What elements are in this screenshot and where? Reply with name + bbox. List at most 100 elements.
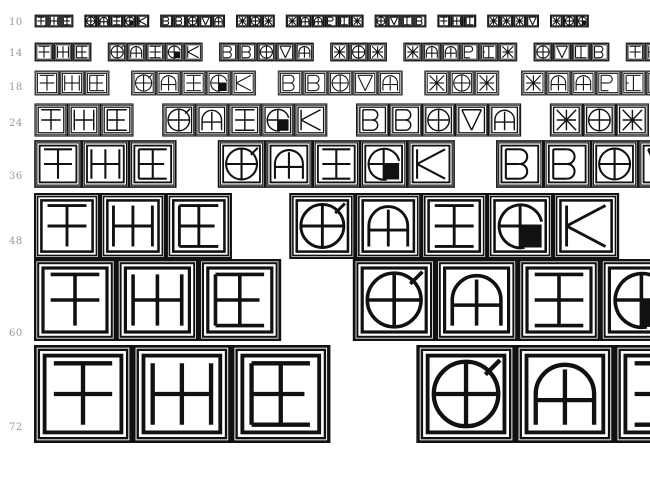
glyph-t <box>437 14 451 28</box>
glyph-k <box>552 193 620 259</box>
glyph-c <box>359 140 408 188</box>
glyph-b <box>356 103 390 137</box>
glyph-m <box>441 42 461 62</box>
glyph-j <box>520 70 546 96</box>
glyph-i <box>312 140 361 188</box>
glyph-o <box>422 103 456 137</box>
glyph-t <box>34 14 48 28</box>
glyph-e <box>72 42 92 62</box>
glyph-p <box>595 70 621 96</box>
glyph-v <box>387 14 401 28</box>
glyph-i <box>228 103 262 137</box>
glyph-h <box>644 42 650 62</box>
glyph-x <box>368 42 388 62</box>
glyph-k <box>407 140 455 188</box>
glyph-u <box>265 140 313 188</box>
glyph-e <box>571 42 591 62</box>
glyph-e <box>165 193 232 259</box>
sample-text-10: THE QUICK BROWN FOX JUMPED OVER THE LAZY… <box>34 14 589 28</box>
glyph-o <box>349 42 369 62</box>
glyph-r <box>590 42 610 62</box>
glyph-k <box>183 42 203 62</box>
glyph-o <box>248 14 262 28</box>
glyph-t <box>34 70 60 96</box>
glyph-p <box>324 14 338 28</box>
glyph-o <box>562 14 576 28</box>
glyph-q <box>131 70 157 96</box>
sample-text-36: THE QUICK BROWN FOX JUMPED OVER THE LAZY… <box>34 140 650 188</box>
glyph-b <box>160 14 174 28</box>
size-label: 60 <box>9 328 23 339</box>
glyph-h <box>99 193 167 259</box>
glyph-r <box>237 42 257 62</box>
glyph-d <box>549 14 563 28</box>
glyph-x <box>615 103 649 137</box>
glyph-h <box>81 140 130 188</box>
glyph-j <box>285 14 299 28</box>
glyph-i <box>614 345 650 443</box>
glyph-z <box>513 14 527 28</box>
glyph-o <box>590 140 639 188</box>
glyph-k <box>231 70 257 96</box>
glyph-u <box>435 259 519 341</box>
glyph-n <box>294 42 314 62</box>
glyph-c <box>123 14 137 28</box>
glyph-i <box>517 259 601 341</box>
glyph-m <box>570 70 596 96</box>
glyph-x <box>474 70 500 96</box>
glyph-q <box>352 259 436 341</box>
glyph-g <box>575 14 589 28</box>
size-label: 14 <box>9 48 23 59</box>
glyph-r <box>543 140 592 188</box>
size-label: 24 <box>9 118 23 129</box>
glyph-u <box>156 70 182 96</box>
glyph-i <box>421 193 488 259</box>
glyph-w <box>352 70 378 96</box>
size-label: 18 <box>9 82 23 93</box>
sample-text-24: THE QUICK BROWN FOX JUMPED OVER THE LAZY… <box>34 103 649 137</box>
glyph-w <box>455 103 489 137</box>
glyph-c <box>486 193 554 259</box>
glyph-h <box>47 14 61 28</box>
glyph-q <box>84 14 98 28</box>
glyph-d <box>498 42 518 62</box>
glyph-w <box>199 14 213 28</box>
glyph-o <box>186 14 200 28</box>
glyph-t <box>34 103 68 137</box>
glyph-e <box>620 70 646 96</box>
glyph-v <box>552 42 572 62</box>
glyph-i <box>145 42 165 62</box>
glyph-h <box>59 70 85 96</box>
glyph-e <box>337 14 351 28</box>
sample-text-60: THE QUICK BROWN FOX JUMPED OVER THE LAZY… <box>34 259 650 341</box>
glyph-f <box>549 103 583 137</box>
glyph-i <box>181 70 207 96</box>
glyph-x <box>261 14 275 28</box>
glyph-e <box>60 14 74 28</box>
glyph-o <box>327 70 353 96</box>
glyph-p <box>460 42 480 62</box>
glyph-u <box>298 14 312 28</box>
sample-text-14: THE QUICK BROWN FOX JUMPED OVER THE LAZY… <box>34 42 650 62</box>
glyph-o <box>533 42 553 62</box>
glyph-d <box>350 14 364 28</box>
glyph-w <box>275 42 295 62</box>
glyph-r <box>302 70 328 96</box>
glyph-f <box>330 42 350 62</box>
glyph-n <box>488 103 522 137</box>
glyph-c <box>164 42 184 62</box>
glyph-r <box>173 14 187 28</box>
glyph-q <box>289 193 356 259</box>
glyph-b <box>496 140 544 188</box>
glyph-u <box>355 193 422 259</box>
glyph-j <box>403 42 423 62</box>
glyph-y <box>526 14 540 28</box>
glyph-t <box>34 259 117 341</box>
glyph-w <box>638 140 650 188</box>
glyph-u <box>422 42 442 62</box>
glyph-u <box>126 42 146 62</box>
glyph-a <box>500 14 514 28</box>
sample-text-72: THE QUICK BROWN FOX JUMPED OVER THE LAZY… <box>34 345 650 443</box>
glyph-r <box>389 103 423 137</box>
glyph-k <box>294 103 328 137</box>
